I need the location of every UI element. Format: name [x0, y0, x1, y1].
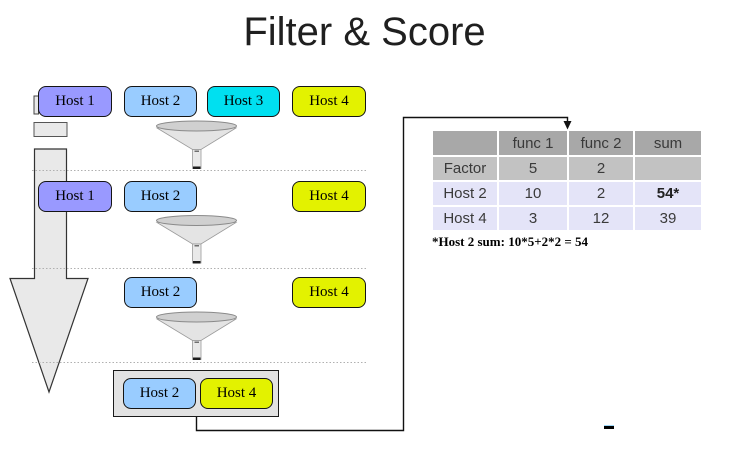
header-cell-func1: func 1: [499, 131, 567, 155]
host-box: Host 4: [292, 277, 366, 308]
cell-label: Host 4: [433, 207, 497, 230]
cell-value-sum-highlight: 54*: [635, 182, 701, 205]
funnel-icon-3: [155, 311, 238, 360]
host-box: Host 2: [124, 277, 197, 308]
header-cell-blank: [433, 131, 497, 155]
cell-value: 2: [569, 157, 633, 180]
host-box: Host 2: [124, 181, 197, 212]
page-title: Filter & Score: [243, 10, 486, 54]
table-header-row: func 1 func 2 sum: [433, 131, 701, 155]
table-row-host4: Host 4 3 12 39: [433, 207, 701, 230]
cell-value: 5: [499, 157, 567, 180]
cell-value: 10: [499, 182, 567, 205]
funnel-icon-2: [155, 215, 238, 264]
score-table: func 1 func 2 sum Factor 5 2 Host 2 10 2…: [431, 129, 703, 232]
cell-value: 3: [499, 207, 567, 230]
table-row-host2: Host 2 10 2 54*: [433, 182, 701, 205]
funnel-icon-1: [155, 120, 238, 169]
host-box: Host 1: [38, 181, 112, 212]
big-down-arrow: [9, 95, 89, 394]
cell-label: Factor: [433, 157, 497, 180]
host-box: Host 4: [292, 181, 366, 212]
table-footnote: *Host 2 sum: 10*5+2*2 = 54: [432, 234, 589, 249]
table-row-factor: Factor 5 2: [433, 157, 701, 180]
header-cell-sum: sum: [635, 131, 701, 155]
cell-label: Host 2: [433, 182, 497, 205]
host-box: Host 2: [124, 86, 197, 117]
cell-value: 39: [635, 207, 701, 230]
header-cell-func2: func 2: [569, 131, 633, 155]
host-box: Host 4: [292, 86, 366, 117]
cell-value: [635, 157, 701, 180]
host-box: Host 2: [123, 378, 196, 409]
cell-value: 12: [569, 207, 633, 230]
cell-value: 2: [569, 182, 633, 205]
host-box: Host 4: [200, 378, 273, 409]
stray-dash-mark: [604, 425, 614, 429]
host-box: Host 3: [207, 86, 280, 117]
host-box: Host 1: [38, 86, 112, 117]
connector-arrow: [195, 116, 572, 432]
